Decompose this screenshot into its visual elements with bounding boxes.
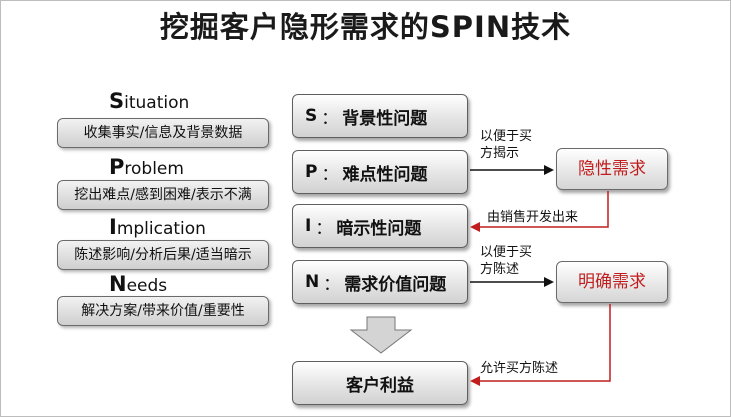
arrow-from-explicit [470,304,611,386]
description-problem: 挖出难点/感到困难/表示不满 [57,180,269,210]
heading-implication: Implication [109,215,206,239]
step-letter: N [305,272,320,292]
step-separator: ： [315,218,333,239]
note-from-implicit: 由销售开发出来 [487,210,579,225]
step-label: 需求价值问题 [344,274,447,295]
description-situation: 收集事实/信息及背景数据 [57,118,269,148]
arrow-from-implicit [470,191,609,232]
step-letter: P [305,162,318,182]
heading-situation: Situation [109,89,189,113]
step-problem-box: P：难点性问题 [292,150,468,194]
heading-rest: roblem [124,159,184,179]
description-needs: 解决方案/带来价值/重要性 [57,296,269,326]
heading-initial: P [109,155,125,179]
step-separator: ： [321,108,339,129]
note-line: 以便于买 [480,245,533,260]
step-label: 背景性问题 [342,108,428,129]
note-to-implicit: 以便于买 方揭示 [480,128,532,162]
heading-rest: ituation [124,93,190,113]
heading-rest: eeds [126,276,168,296]
heading-initial: I [109,215,117,239]
step-letter: I [305,216,312,236]
note-line: 方陈述 [480,262,520,277]
step-label: 暗示性问题 [336,218,422,239]
description-implication: 陈述影响/分析后果/适当暗示 [57,240,269,270]
down-arrow-icon [349,316,413,354]
heading-initial: N [109,272,127,296]
step-separator: ： [323,274,341,295]
step-label: 难点性问题 [342,164,428,185]
heading-needs: Needs [109,272,167,296]
heading-problem: Problem [109,155,184,179]
heading-rest: mplication [116,219,206,239]
step-situation-box: S：背景性问题 [292,94,468,138]
step-needs-box: N：需求价值问题 [292,260,468,304]
note-line: 方揭示 [480,146,520,161]
step-letter: S [305,106,318,126]
step-implication-box: I：暗示性问题 [292,204,468,248]
note-from-explicit: 允许买方陈述 [480,361,559,376]
explicit-need-box: 明确需求 [556,261,668,303]
page-title: 挖掘客户隐形需求的SPIN技术 [159,10,572,44]
implicit-need-box: 隐性需求 [556,148,668,190]
note-to-explicit: 以便于买 方陈述 [480,244,532,278]
benefit-label: 客户利益 [346,375,414,396]
customer-benefit-box: 客户利益 [292,361,468,405]
heading-initial: S [109,89,125,113]
step-separator: ： [321,164,339,185]
note-line: 以便于买 [480,129,533,144]
